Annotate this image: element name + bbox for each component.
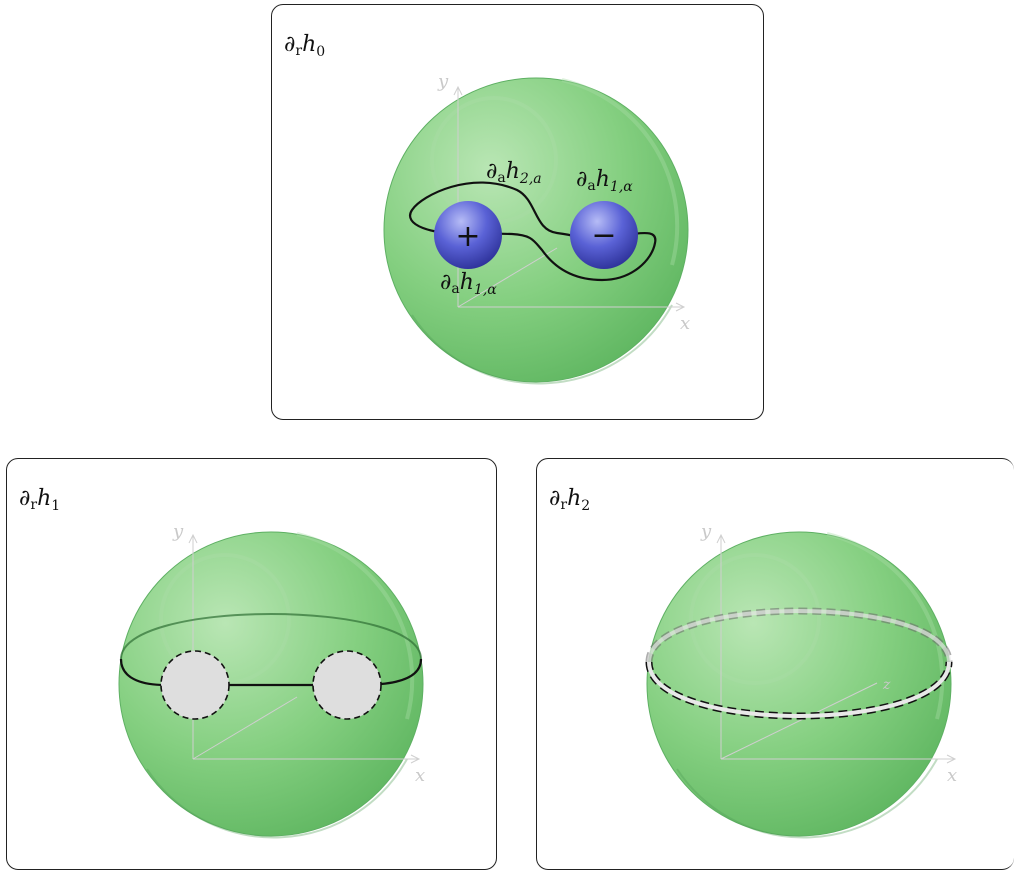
y-axis-label: y [437, 71, 449, 92]
x-axis-label: x [680, 313, 690, 334]
label-lower-curve: ∂ah1,α [440, 270, 497, 298]
panel-title: ∂rh0 [284, 32, 325, 60]
diagram-h2: ∂rh2 y x z [549, 486, 957, 839]
axes: y x z [700, 521, 957, 786]
panel-boundary-h1: ∂rh1 y x [6, 458, 497, 870]
sphere [646, 531, 952, 839]
equator-back [120, 613, 422, 660]
plus-sign: + [455, 219, 480, 254]
axes: y x [172, 521, 425, 786]
x-axis-label: x [947, 765, 957, 786]
z-axis-label: z [882, 677, 891, 693]
x-axis-label: x [415, 765, 425, 786]
boundary-curve-upper [409, 181, 593, 246]
minus-sign: − [591, 218, 616, 253]
label-right-curve: ∂ah1,α [576, 167, 633, 195]
panel-title: ∂rh2 [549, 486, 590, 514]
hole-left [160, 650, 230, 720]
y-axis-label: y [700, 521, 712, 542]
label-upper-curve: ∂ah2,a [486, 159, 542, 187]
positive-charge: + [434, 201, 502, 269]
panel-boundary-h0: ∂rh0 y x + − [271, 4, 764, 420]
axes: y x [437, 71, 690, 334]
hole-right [312, 650, 382, 720]
panel-title: ∂rh1 [19, 486, 60, 514]
boundary-curve-lower [466, 231, 657, 282]
panel-boundary-h2: ∂rh2 y x z [536, 458, 1014, 870]
negative-charge: − [570, 201, 638, 269]
y-axis-label: y [172, 521, 184, 542]
diagram-h1: ∂rh1 y x [19, 486, 425, 839]
diagram-h0: ∂rh0 y x + − [284, 32, 690, 385]
